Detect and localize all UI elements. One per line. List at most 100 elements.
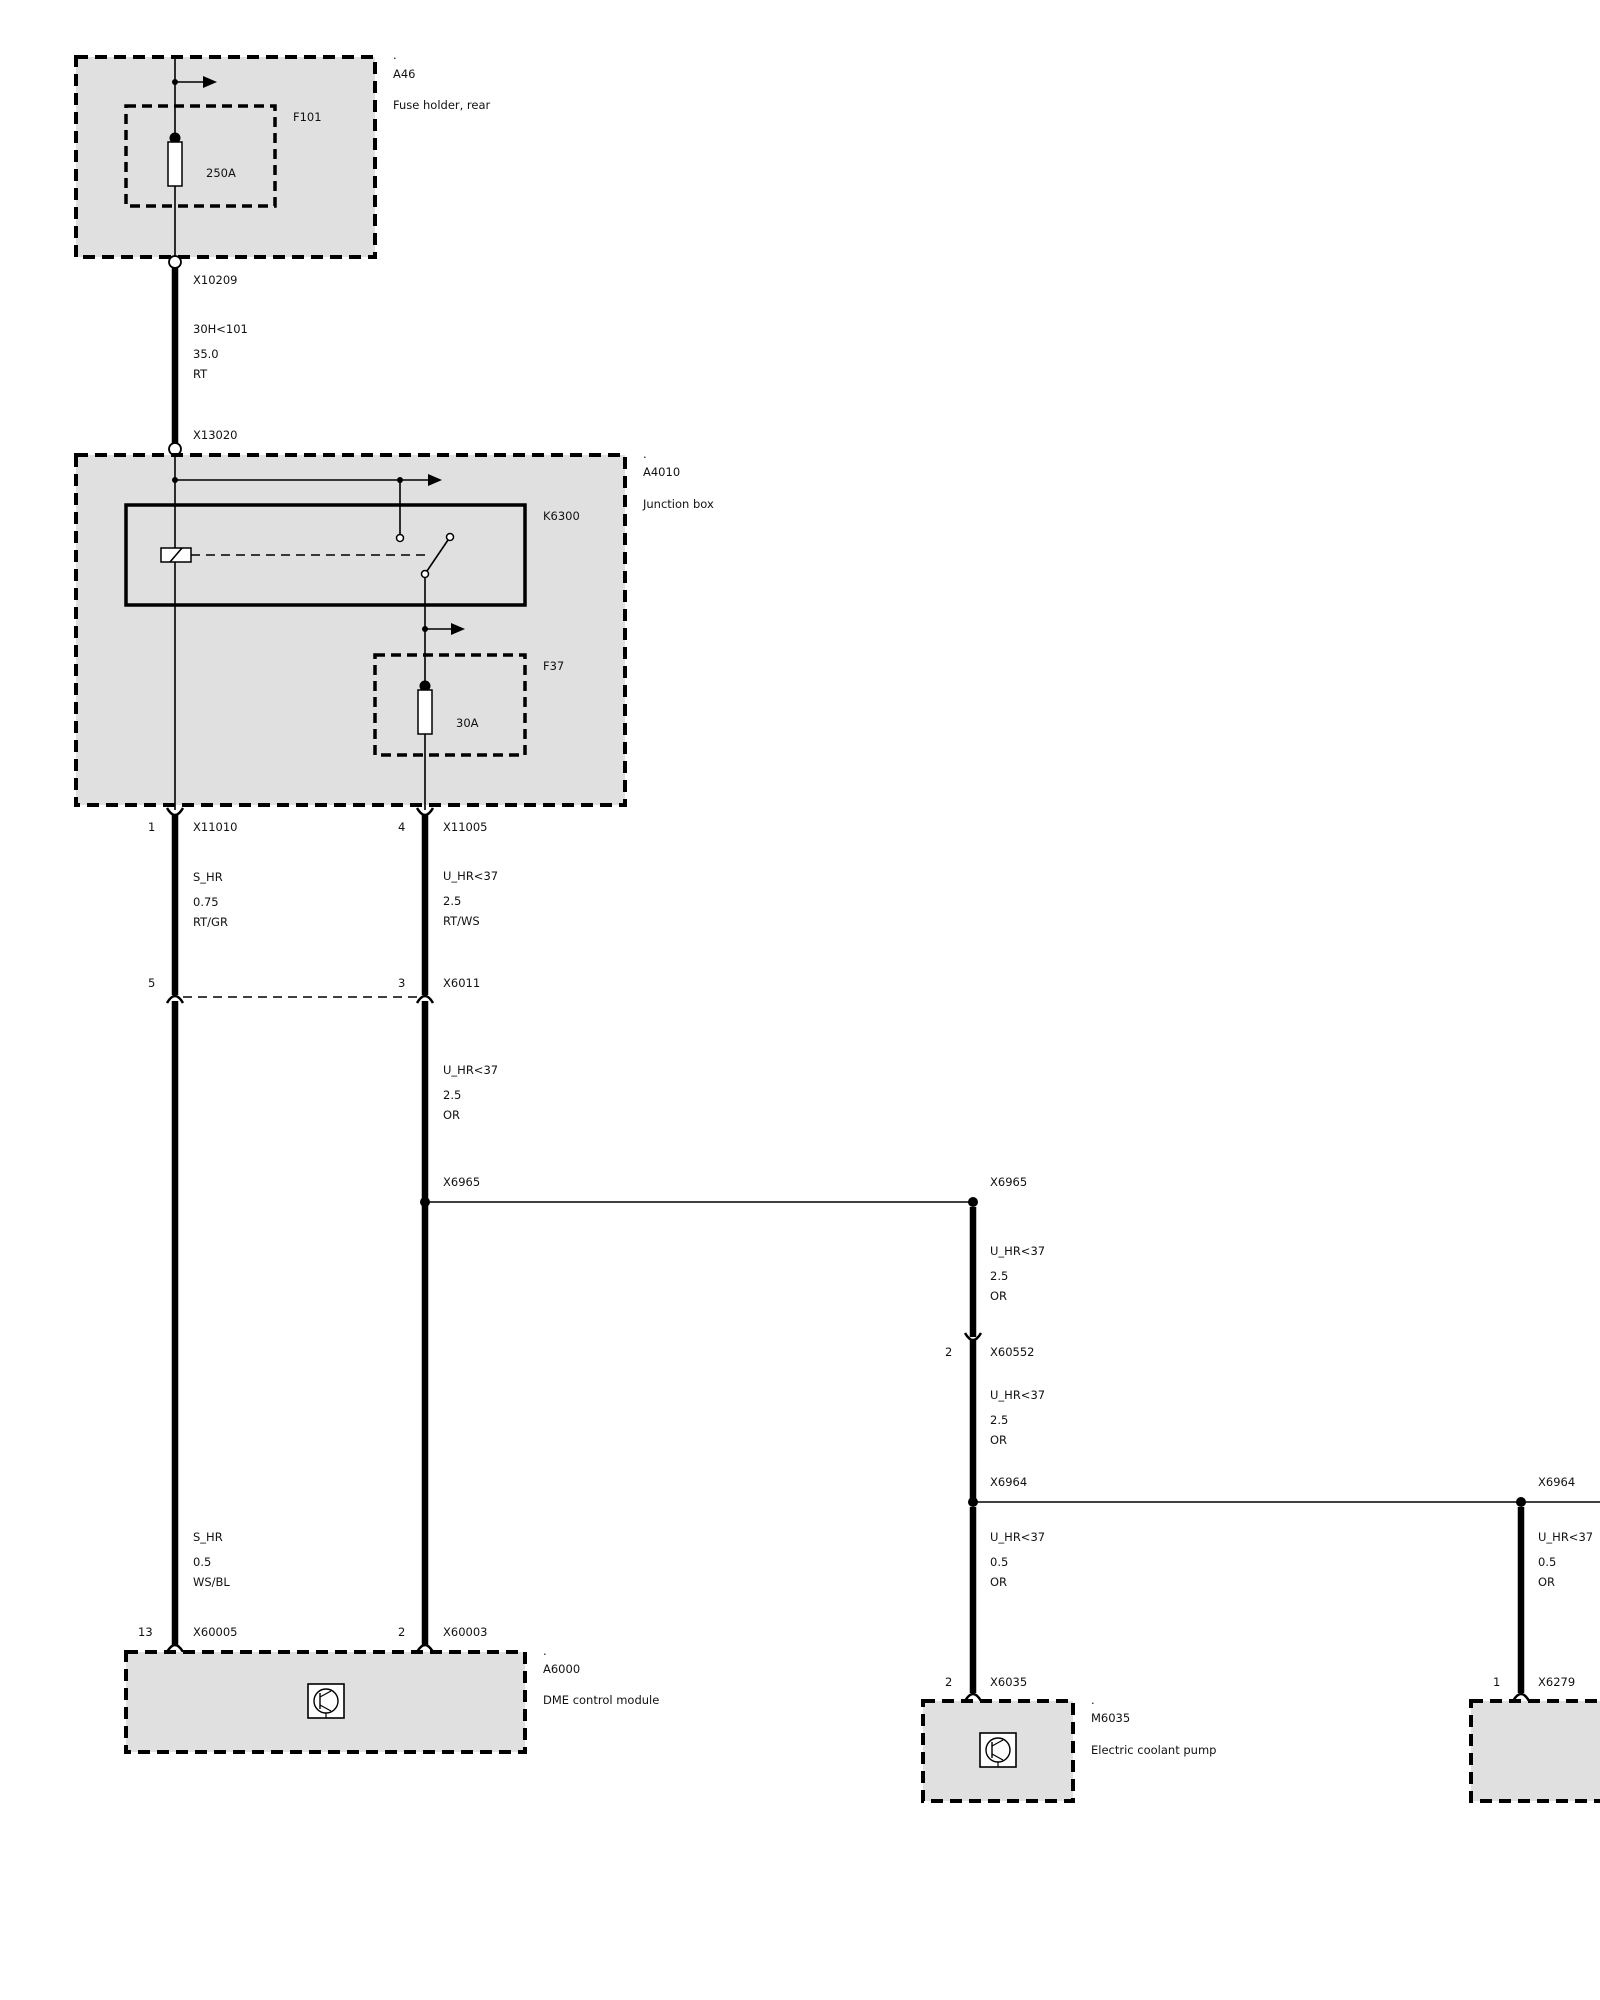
a46-branch-dot (172, 79, 178, 85)
m6035-id: M6035 (1091, 1711, 1130, 1725)
relay-contact-a-icon (395, 533, 405, 543)
a46-dot: . (393, 48, 397, 62)
f37-top-dot (419, 680, 431, 692)
f101-top-dot (169, 132, 181, 144)
wire-uhr-far-color: OR (1538, 1575, 1555, 1589)
x10209-terminal-icon[interactable] (168, 255, 182, 269)
wire-shr-bottom-color: WS/BL (193, 1575, 230, 1589)
x6279-connector-icon[interactable] (1511, 1692, 1531, 1702)
relay-switch-arm (426, 539, 449, 572)
a4010-id: A4010 (643, 465, 680, 479)
fuse-f101-box[interactable] (124, 104, 277, 208)
junction-bus-dot-left (172, 477, 178, 483)
m6035-dot: . (1091, 1693, 1095, 1707)
x11010-label: X11010 (193, 820, 237, 834)
wire-uhr-top-size: 2.5 (443, 894, 461, 908)
x60005-pin: 13 (138, 1625, 153, 1639)
wire-uhr-right-1-color: OR (990, 1289, 1007, 1303)
x6011-pin-left: 5 (148, 976, 155, 990)
x6964-left-label: X6964 (990, 1475, 1027, 1489)
f101-fuse-icon[interactable] (167, 141, 183, 187)
a6000-dot: . (543, 1644, 547, 1658)
a6000-desc: DME control module (543, 1693, 659, 1707)
wire-30h101-color: RT (193, 367, 208, 381)
wire-30h101-signal: 30H<101 (193, 322, 248, 336)
a46-id: A46 (393, 67, 416, 81)
wire-uhr-mid-color: OR (443, 1108, 460, 1122)
x6035-label: X6035 (990, 1675, 1027, 1689)
relay-k6300-box[interactable] (124, 503, 527, 607)
wire-uhr-pump-size: 0.5 (990, 1555, 1008, 1569)
wire-uhr-right-1-signal: U_HR<37 (990, 1244, 1045, 1258)
x6965-right-splice-dot[interactable] (968, 1197, 978, 1207)
x60552-pin: 2 (945, 1345, 952, 1359)
m6035-desc: Electric coolant pump (1091, 1743, 1216, 1757)
x6965-right-label: X6965 (990, 1175, 1027, 1189)
relay-coil-slash (169, 547, 183, 563)
relay-contact-b-icon (445, 532, 455, 542)
wire-uhr-pump-signal: U_HR<37 (990, 1530, 1045, 1544)
f101-id: F101 (293, 110, 322, 124)
wire-shr-top-color: RT/GR (193, 915, 228, 929)
x60552-label: X60552 (990, 1345, 1034, 1359)
x6279-pin: 1 (1493, 1675, 1500, 1689)
x10209-label: X10209 (193, 273, 237, 287)
wire-shr-bottom-size: 0.5 (193, 1555, 211, 1569)
relay-contact-c-icon (420, 569, 430, 579)
wire-uhr-top-signal: U_HR<37 (443, 869, 498, 883)
x6035-pin: 2 (945, 1675, 952, 1689)
wire-shr-top-size: 0.75 (193, 895, 219, 909)
wire-uhr-mid-signal: U_HR<37 (443, 1063, 498, 1077)
x60005-connector-icon[interactable] (165, 1643, 185, 1653)
a4010-desc: Junction box (642, 497, 714, 511)
f37-id: F37 (543, 659, 564, 673)
x6011-label: X6011 (443, 976, 480, 990)
f37-fuse-icon[interactable] (417, 689, 433, 735)
x6011-connector-left-icon[interactable] (165, 994, 185, 1004)
x6011-connector-right-icon[interactable] (415, 994, 435, 1004)
far-right-module[interactable] (1469, 1699, 1600, 1803)
wire-uhr-far-signal: U_HR<37 (1538, 1530, 1593, 1544)
wire-uhr-top-color: RT/WS (443, 914, 480, 928)
f37-branch-dot (422, 626, 428, 632)
junction-output-arrow-icon (428, 474, 442, 486)
wire-uhr-pump-color: OR (990, 1575, 1007, 1589)
wire-shr-top-signal: S_HR (193, 870, 223, 884)
wire-uhr-far-size: 0.5 (1538, 1555, 1556, 1569)
a46-output-arrow-icon (203, 76, 217, 88)
x6279-label: X6279 (1538, 1675, 1575, 1689)
wire-uhr-right-2-signal: U_HR<37 (990, 1388, 1045, 1402)
f37-output-arrow-icon (451, 623, 465, 635)
x11005-pin: 4 (398, 820, 405, 834)
dme-transistor-icon (307, 1683, 345, 1719)
f37-rating: 30A (456, 716, 479, 730)
x60005-label: X60005 (193, 1625, 237, 1639)
wire-uhr-right-2-size: 2.5 (990, 1413, 1008, 1427)
x6964-right-label: X6964 (1538, 1475, 1575, 1489)
fuse-holder-rear-module[interactable] (74, 55, 377, 259)
wire-uhr-right-1-size: 2.5 (990, 1269, 1008, 1283)
fuse-f37-box[interactable] (373, 653, 527, 757)
f101-rating: 250A (206, 166, 236, 180)
a46-desc: Fuse holder, rear (393, 98, 491, 112)
x6965-left-label: X6965 (443, 1175, 480, 1189)
x6011-pin-right: 3 (398, 976, 405, 990)
x60003-label: X60003 (443, 1625, 487, 1639)
a4010-dot: . (643, 447, 647, 461)
junction-box-module[interactable] (74, 453, 627, 807)
x6035-connector-icon[interactable] (963, 1692, 983, 1702)
pump-transistor-icon (979, 1732, 1017, 1768)
wire-shr-bottom-signal: S_HR (193, 1530, 223, 1544)
a6000-id: A6000 (543, 1662, 580, 1676)
wire-30h101-size: 35.0 (193, 347, 219, 361)
k6300-id: K6300 (543, 509, 580, 523)
x11005-label: X11005 (443, 820, 487, 834)
x60003-connector-icon[interactable] (415, 1643, 435, 1653)
x11010-pin: 1 (148, 820, 155, 834)
x60003-pin: 2 (398, 1625, 405, 1639)
wire-uhr-right-2-color: OR (990, 1433, 1007, 1447)
wire-uhr-mid-size: 2.5 (443, 1088, 461, 1102)
x13020-label: X13020 (193, 428, 237, 442)
x6964-right-splice-dot[interactable] (1516, 1497, 1526, 1507)
